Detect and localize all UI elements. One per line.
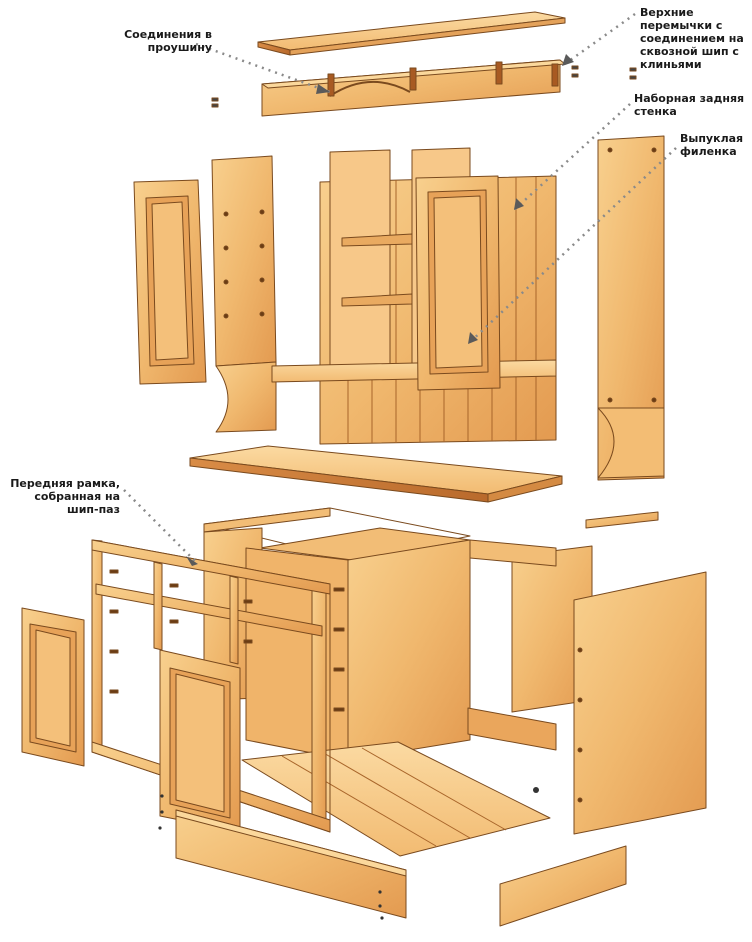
- callout-bridle-joint: Соединения в проушину: [124, 28, 212, 54]
- upper-left-door: [133, 179, 207, 385]
- callout-back-boards: Наборная задняя стенка: [634, 92, 745, 118]
- kick-board-front: [175, 809, 407, 919]
- leader-arrowheads: [186, 54, 574, 566]
- hutch-back-boards: [271, 147, 557, 445]
- lower-partition-panel: [245, 539, 471, 761]
- upper-right-side-panel: [597, 135, 665, 481]
- small-rail-piece: [585, 511, 659, 529]
- leader-lines: [123, 12, 677, 565]
- upper-center-door: [415, 175, 501, 391]
- screw-markers: [158, 787, 539, 920]
- lower-right-side-panel: [573, 571, 707, 835]
- counter-top: [189, 445, 563, 503]
- lower-center-door: [159, 649, 241, 833]
- dowel-pins-top: [211, 65, 637, 108]
- lower-left-door: [21, 607, 85, 767]
- upper-left-side-panel: [211, 155, 277, 433]
- callout-raised-panel: Выпуклая филенка: [680, 132, 744, 158]
- callout-face-frame: Передняя рамка, собранная на шип-паз: [10, 477, 120, 516]
- hutch-top-board: [257, 11, 566, 56]
- kick-board-right: [499, 845, 627, 927]
- lower-back-panel: [469, 539, 593, 713]
- face-frame: [91, 539, 331, 833]
- lower-carcase-top-frame: [203, 507, 471, 561]
- callout-top-rails: Верхние перемычки с соединением на сквоз…: [640, 6, 744, 71]
- top-rail-assembly: [261, 59, 566, 117]
